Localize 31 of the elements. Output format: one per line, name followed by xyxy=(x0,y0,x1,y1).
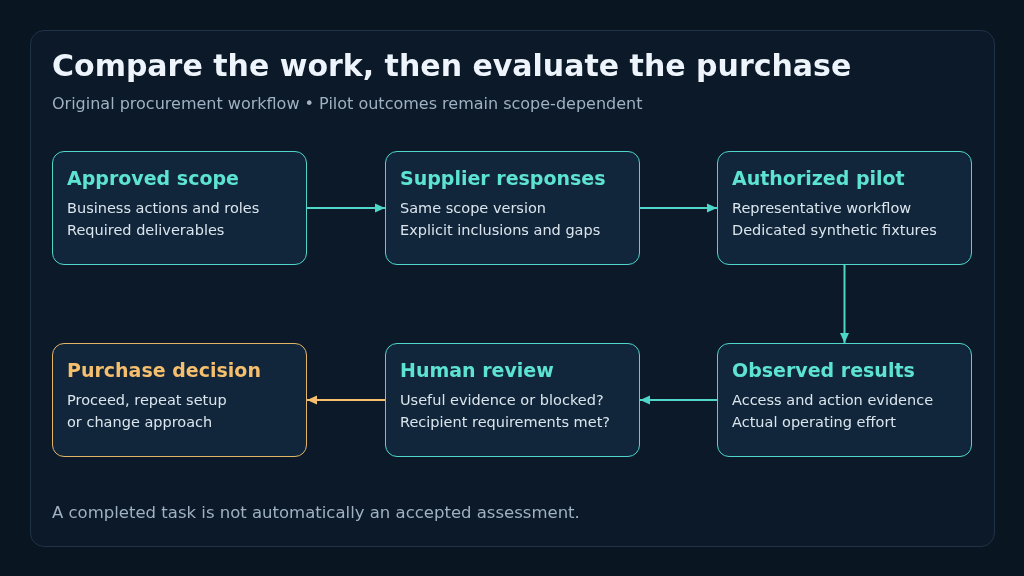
process-box xyxy=(385,343,640,457)
title: Compare the work, then evaluate the purchase xyxy=(52,48,852,84)
step-description: Explicit inclusions and gaps xyxy=(400,221,601,240)
step-title: Purchase decision xyxy=(67,358,261,382)
step-title: Supplier responses xyxy=(400,166,606,190)
step-description: Same scope version xyxy=(400,199,546,218)
step-title: Human review xyxy=(400,358,554,382)
process-box xyxy=(385,151,640,265)
step-title: Authorized pilot xyxy=(732,166,905,190)
arrow xyxy=(639,203,718,213)
arrow xyxy=(639,395,718,405)
step-description: Proceed, repeat setup or change approach xyxy=(67,391,228,432)
process-box xyxy=(52,151,307,265)
step-title: Approved scope xyxy=(67,166,239,190)
subtitle: Original procurement workflow • Pilot outcomes remain scope-dependent xyxy=(52,94,643,114)
step-description: Actual operating effort xyxy=(732,413,897,432)
step-description: Required deliverables xyxy=(67,221,225,240)
step-description: Recipient requirements met? xyxy=(400,413,611,432)
arrow xyxy=(840,264,849,344)
step-description: Access and action evidence xyxy=(732,391,934,410)
process-box xyxy=(717,151,972,265)
process-box xyxy=(717,343,972,457)
step-title: Observed results xyxy=(732,358,915,382)
step-description: Business actions and roles xyxy=(67,199,260,218)
step-description: Useful evidence or blocked? xyxy=(400,391,604,410)
step-description: Dedicated synthetic fixtures xyxy=(732,221,937,240)
step-description: Representative workflow xyxy=(732,199,912,218)
arrow xyxy=(306,395,386,405)
footnote: A completed task is not automatically an accepted assessment. xyxy=(52,503,580,523)
arrow xyxy=(306,203,386,213)
process-box xyxy=(52,343,307,457)
